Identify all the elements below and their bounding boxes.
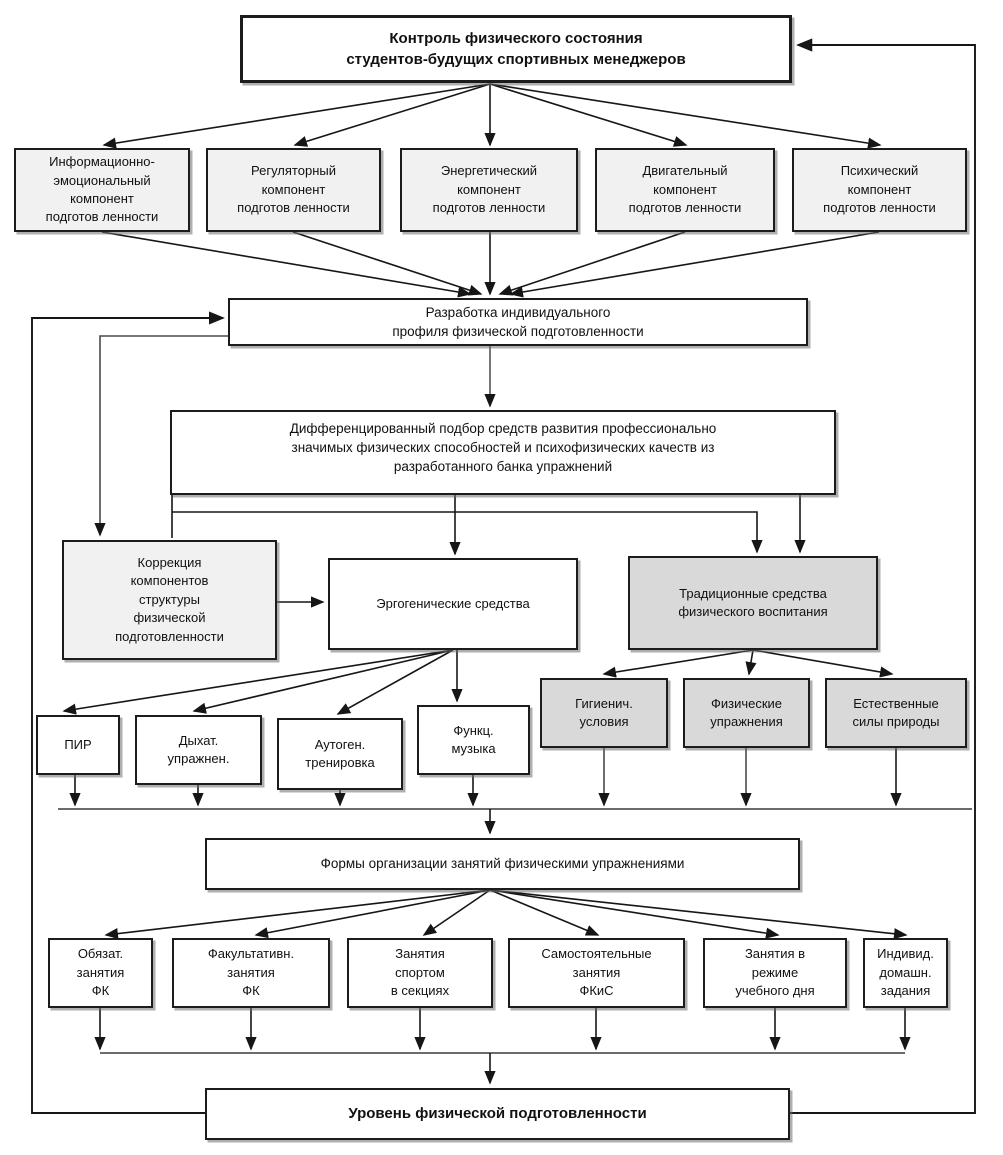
fitness-level-box: Уровень физической подготовленности (205, 1088, 790, 1140)
natural-forces-box: Естественные силы природы (825, 678, 967, 748)
home-assignments-box: Индивид. домашн. задания (863, 938, 948, 1008)
control-box: Контроль физического состояния студентов… (240, 15, 792, 83)
sport-sections-box: Занятия спортом в секциях (347, 938, 493, 1008)
autogenic-training-box: Аутоген. тренировка (277, 718, 403, 790)
optional-classes-box: Факультативн. занятия ФК (172, 938, 330, 1008)
hygienic-conditions-box: Гигиенич. условия (540, 678, 668, 748)
individual-profile-box: Разработка индивидуального профиля физич… (228, 298, 808, 346)
daily-regime-classes-box: Занятия в режиме учебного дня (703, 938, 847, 1008)
component-regulatory-box: Регуляторный компонент подготов ленности (206, 148, 381, 232)
correction-box: Коррекция компонентов структуры физическ… (62, 540, 277, 660)
independent-classes-box: Самостоятельные занятия ФКиС (508, 938, 685, 1008)
mandatory-classes-box: Обязат. занятия ФК (48, 938, 153, 1008)
component-motor-box: Двигательный компонент подготов ленности (595, 148, 775, 232)
forms-organization-box: Формы организации занятий физическими уп… (205, 838, 800, 890)
component-energy-box: Энергетический компонент подготов леннос… (400, 148, 578, 232)
physical-exercises-box: Физические упражнения (683, 678, 810, 748)
differentiated-selection-box: Дифференцированный подбор средств развит… (170, 410, 836, 495)
component-psychic-box: Психический компонент подготов ленности (792, 148, 967, 232)
pir-box: ПИР (36, 715, 120, 775)
breathing-exercises-box: Дыхат. упражнен. (135, 715, 262, 785)
component-info-emotional-box: Информационно- эмоциональный компонент п… (14, 148, 190, 232)
ergogenic-means-box: Эргогенические средства (328, 558, 578, 650)
functional-music-box: Функц. музыка (417, 705, 530, 775)
traditional-means-box: Традиционные средства физического воспит… (628, 556, 878, 650)
